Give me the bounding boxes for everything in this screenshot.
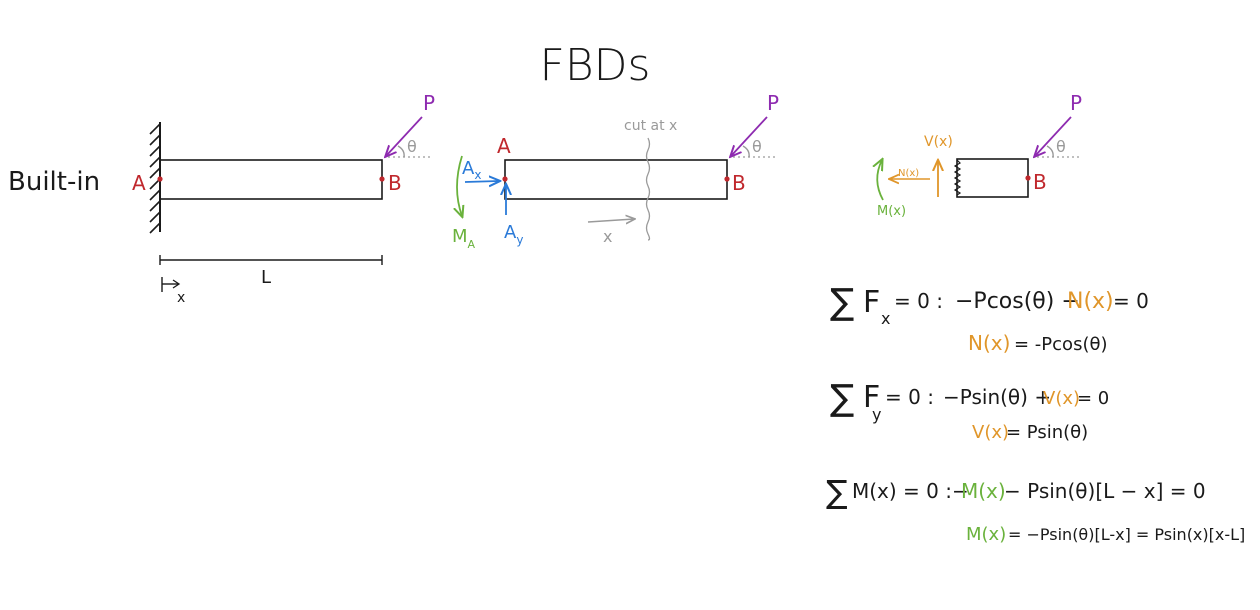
angle-label: θ xyxy=(407,137,417,156)
force-p-arrow xyxy=(386,116,423,156)
result-rhs: = −Psin(θ)[L-x] = Psin(x)[x-L] xyxy=(1008,525,1245,544)
reaction-ax-arrow xyxy=(464,181,499,182)
diagram-reactions-fbd: A B cut at x x Ax Ay MA P θ xyxy=(452,91,779,251)
reaction-ay-label: Ay xyxy=(504,222,523,247)
x-axis-label: x xyxy=(177,290,185,306)
point-a-dot xyxy=(502,176,508,182)
point-b-label: B xyxy=(1033,170,1047,194)
equation-lhs: M(x) = 0 : xyxy=(852,479,952,503)
point-a-label: A xyxy=(132,171,146,195)
point-b-dot xyxy=(379,176,385,182)
equation-term-shear: V(x) xyxy=(1043,388,1080,409)
equation-lhs-tail: = 0 : xyxy=(894,289,943,313)
point-b-dot xyxy=(724,176,730,182)
moment-label: M(x) xyxy=(877,204,906,219)
equations: ∑ F x = 0 : −Pcos(θ) − N(x) = 0 N(x) = -… xyxy=(826,282,1245,545)
angle-arc xyxy=(397,145,405,158)
equation-sum-fx: ∑ F x = 0 : −Pcos(θ) − N(x) = 0 N(x) = -… xyxy=(830,282,1149,355)
diagram-built-in-beam: Built-in A B P θ L xyxy=(8,91,435,306)
equation-term-moment: M(x) xyxy=(961,479,1006,503)
page-title: FBDs xyxy=(540,40,651,91)
point-b-label: B xyxy=(388,171,402,195)
sum-symbol: ∑ xyxy=(826,473,848,511)
cut-segment xyxy=(956,158,1029,198)
point-b-dot xyxy=(1025,175,1031,181)
cut-line xyxy=(645,137,651,241)
moment-ma-arrow xyxy=(457,155,462,216)
force-p-label: P xyxy=(423,91,435,115)
beam xyxy=(159,159,383,200)
result-lhs: V(x) xyxy=(972,422,1009,443)
force-subscript: x xyxy=(881,309,890,328)
equation-lhs-tail: = 0 : xyxy=(885,385,934,409)
equation-term-3: − Psin(θ)[L − x] = 0 xyxy=(1004,479,1206,503)
sum-symbol: ∑ xyxy=(830,378,854,419)
angle-label: θ xyxy=(1056,137,1066,156)
equation-sum-fy: ∑ F y = 0 : −Psin(θ) + V(x) = 0 V(x) = P… xyxy=(830,378,1109,443)
x-position-label: x xyxy=(603,227,612,246)
equation-term-1: −Pcos(θ) − xyxy=(955,289,1080,314)
angle-label: θ xyxy=(752,137,762,156)
cut-face xyxy=(953,159,962,196)
angle-arc xyxy=(1046,145,1054,158)
force-symbol: F xyxy=(863,380,880,415)
equation-term-3: = 0 xyxy=(1113,289,1149,313)
force-symbol: F xyxy=(863,285,880,320)
result-lhs: N(x) xyxy=(968,331,1010,355)
point-a-label: A xyxy=(497,134,511,158)
force-p-label: P xyxy=(767,91,779,115)
shear-label: V(x) xyxy=(924,134,953,150)
force-p-arrow xyxy=(1035,116,1072,156)
equation-sum-m: ∑ M(x) = 0 : − M(x) − Psin(θ)[L − x] = 0… xyxy=(826,473,1245,545)
length-label: L xyxy=(261,267,271,288)
result-lhs: M(x) xyxy=(966,524,1006,545)
result-rhs: = -Pcos(θ) xyxy=(1014,334,1108,355)
result-rhs: = Psin(θ) xyxy=(1006,422,1088,443)
x-position-arrow xyxy=(587,219,634,222)
equation-term-1: − xyxy=(952,479,969,503)
sum-symbol: ∑ xyxy=(830,282,854,323)
cut-label: cut at x xyxy=(624,118,677,134)
equation-term-1: −Psin(θ) + xyxy=(943,385,1051,409)
moment-arrow xyxy=(877,160,884,201)
force-p-label: P xyxy=(1070,91,1082,115)
reaction-ax-label: Ax xyxy=(462,158,481,182)
point-b-label: B xyxy=(732,171,746,195)
moment-ma-label: MA xyxy=(452,226,476,251)
force-subscript: y xyxy=(872,405,881,424)
point-a-dot xyxy=(157,176,163,182)
equation-term-normal: N(x) xyxy=(1067,289,1114,314)
angle-arc xyxy=(742,145,750,158)
support-label: Built-in xyxy=(8,167,100,197)
diagram-cut-section: B V(x) N(x) M(x) P θ xyxy=(877,91,1082,219)
normal-label: N(x) xyxy=(898,168,919,179)
force-p-arrow xyxy=(731,116,768,156)
beam-fbd xyxy=(504,159,728,200)
equation-term-3: = 0 xyxy=(1077,388,1109,409)
